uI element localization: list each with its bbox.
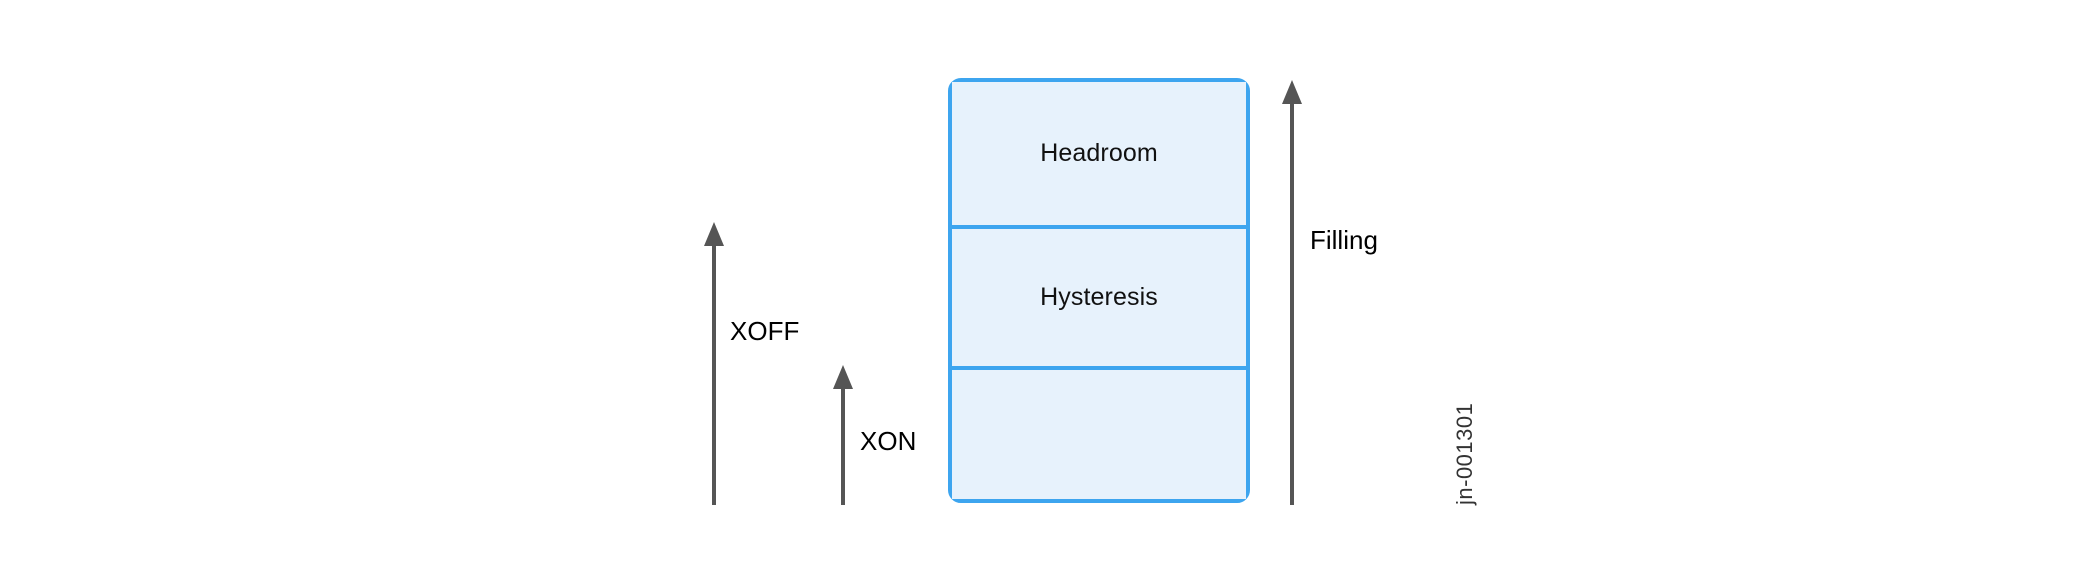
buffer-segment-free <box>952 370 1246 499</box>
hysteresis-label: Hysteresis <box>1040 283 1158 311</box>
xoff-arrow <box>703 220 725 505</box>
buffer-segment-hysteresis: Hysteresis <box>952 229 1246 370</box>
filling-label: Filling <box>1310 225 1378 255</box>
xoff-label: XOFF <box>730 316 800 346</box>
buffer-box: Headroom Hysteresis <box>948 78 1250 503</box>
filling-arrow <box>1281 78 1303 505</box>
buffer-segment-headroom: Headroom <box>952 82 1246 229</box>
xon-label: XON <box>860 426 917 456</box>
document-id-watermark: jn-001301 <box>1452 402 1477 505</box>
headroom-label: Headroom <box>1040 139 1158 167</box>
xon-arrow <box>832 363 854 505</box>
